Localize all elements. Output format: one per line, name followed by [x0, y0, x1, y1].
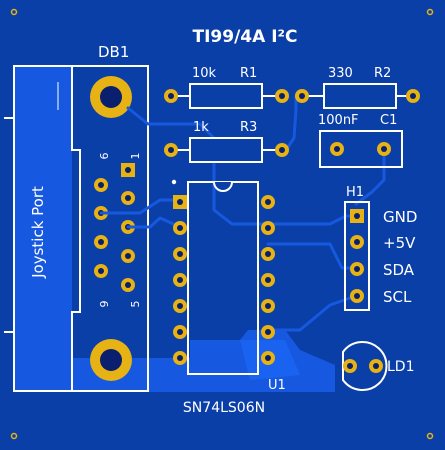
h1-label-gnd: GND: [383, 208, 417, 226]
board-title: TI99/4A I²C: [193, 27, 298, 47]
pin-label-1: 1: [129, 153, 142, 160]
h1-pin-4-drill: [354, 293, 360, 299]
via-top-right: [426, 8, 434, 16]
u1-pin-13-drill: [265, 225, 271, 231]
u1-pin-1-drill: [177, 199, 183, 205]
r1-value: 10k: [192, 66, 217, 81]
resistor-r1: 10k R1: [164, 66, 289, 109]
db9-pin-2-drill: [125, 195, 131, 201]
r1-pad-2-drill: [279, 93, 285, 99]
u1-pin-2-drill: [177, 225, 183, 231]
mount-hole-bottom-drill: [100, 349, 122, 371]
db9-pin-5-drill: [125, 282, 131, 288]
u1-pin-12-drill: [265, 251, 271, 257]
u1-part: SN74LS06N: [183, 400, 265, 416]
u1-pin-10-drill: [265, 303, 271, 309]
connector-shell-fill: [14, 66, 72, 391]
ld1-ref: LD1: [387, 359, 415, 375]
trace-ic-header-sda: [266, 242, 358, 270]
resistor-r3: 1k R3: [164, 120, 289, 163]
connector-ref: DB1: [98, 43, 129, 61]
r3-body: [189, 137, 263, 163]
connector-body-outline: [71, 66, 81, 391]
r2-pad-1-drill: [299, 93, 305, 99]
trace-c1-header: [354, 148, 386, 206]
db9-connector: Joystick Port DB1 6 1 9 5: [4, 43, 149, 392]
r2-value: 330: [328, 66, 353, 81]
u1-notch: [213, 181, 233, 192]
pin-label-9: 9: [98, 301, 111, 308]
u1-pin-6-drill: [177, 329, 183, 335]
ic-u1: U1 SN74LS06N: [171, 179, 286, 416]
r3-ref: R3: [240, 120, 257, 135]
pin-label-6: 6: [98, 153, 111, 160]
h1-pin-1-drill: [354, 213, 360, 219]
h1-pin-3-drill: [354, 266, 360, 272]
u1-ref: U1: [268, 378, 286, 393]
trace-r2-to-r3: [284, 94, 298, 152]
r3-value: 1k: [193, 120, 209, 135]
db9-pin-8-drill: [98, 239, 104, 245]
h1-ref: H1: [346, 185, 364, 200]
h1-label-scl: SCL: [383, 288, 412, 306]
via-top-left: [10, 8, 18, 16]
connector-label: Joystick Port: [29, 186, 47, 279]
u1-pin-3-drill: [177, 251, 183, 257]
trace-ic-header-scl: [266, 294, 358, 332]
trace-db9-ic-left: [99, 198, 177, 215]
ld1-pad-2-drill: [373, 363, 379, 369]
h1-outline: [344, 201, 370, 311]
r2-ref: R2: [374, 66, 391, 81]
db9-pin-6-drill: [98, 182, 104, 188]
h1-label-sda: SDA: [383, 261, 415, 279]
header-h1: H1 GND +5V SDA SCL: [344, 185, 417, 311]
r3-pad-2-drill: [279, 147, 285, 153]
capacitor-c1: 100nF C1: [318, 113, 403, 168]
trace-db9-pin1-ic: [126, 106, 362, 226]
resistor-r2: 330 R2: [295, 66, 420, 109]
traces: [99, 94, 386, 332]
u1-pin-8-drill: [265, 355, 271, 361]
mount-hole-top-drill: [100, 86, 122, 108]
h1-label-5v: +5V: [383, 234, 416, 252]
u1-pin-4-drill: [177, 277, 183, 283]
u1-pin-7-drill: [177, 355, 183, 361]
c1-value: 100nF: [318, 113, 359, 128]
c1-pad-1-drill: [334, 146, 340, 152]
c1-ref: C1: [380, 113, 397, 128]
pin-label-5: 5: [129, 301, 142, 308]
r2-body: [323, 83, 397, 109]
c1-pad-2-drill: [381, 146, 387, 152]
u1-pin-9-drill: [265, 329, 271, 335]
led-ld1: LD1: [342, 341, 415, 391]
r1-pad-1-drill: [168, 93, 174, 99]
ld1-pad-1-drill: [347, 363, 353, 369]
db9-pin-9-drill: [98, 268, 104, 274]
r3-pad-1-drill: [168, 147, 174, 153]
r1-body: [189, 83, 263, 109]
trace-db9-ic-left2: [126, 216, 180, 229]
r2-pad-2-drill: [410, 93, 416, 99]
h1-pin-2-drill: [354, 239, 360, 245]
via-bottom-right: [426, 432, 434, 440]
u1-pin-14-drill: [265, 199, 271, 205]
via-bottom-left: [10, 432, 18, 440]
db9-pin-1-drill: [125, 167, 131, 173]
db9-pin-4-drill: [125, 253, 131, 259]
u1-pin1-dot: [171, 179, 177, 185]
c1-outline: [319, 130, 403, 168]
r1-ref: R1: [240, 66, 257, 81]
ld1-outline: [342, 341, 388, 391]
u1-pin-11-drill: [265, 277, 271, 283]
u1-pin-5-drill: [177, 303, 183, 309]
